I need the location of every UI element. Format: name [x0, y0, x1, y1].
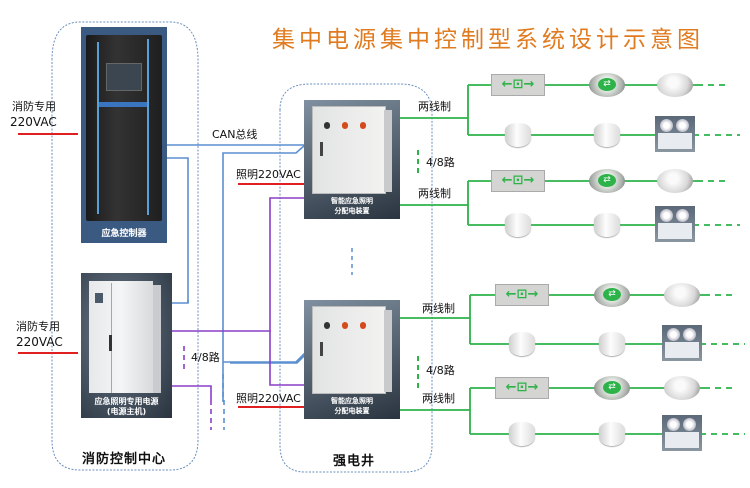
- lamp-head-icon: [667, 418, 680, 431]
- emergency-controller-caption: 应急控制器: [101, 229, 147, 239]
- fire-power-bottom-label-line1: 消防专用: [16, 320, 60, 333]
- ceiling-indicator-icon: [657, 169, 693, 193]
- arrow-icon: ⇄: [598, 78, 616, 91]
- fire-control-center-label: 消防控制中心: [82, 452, 167, 467]
- floor-indicator-icon: ⇄: [594, 376, 630, 400]
- lamp-head-icon: [676, 119, 689, 132]
- light-body: [658, 133, 692, 149]
- lamp-head-icon: [676, 209, 689, 222]
- two-wire-label: 两线制: [418, 100, 451, 113]
- diagram-title: 集中电源集中控制型系统设计示意图: [272, 27, 704, 53]
- distribution-box-bottom-caption-line1: 智能应急照明: [331, 397, 373, 405]
- downlight-icon: [505, 213, 531, 237]
- twin-spot-emergency-light-icon: [655, 206, 695, 242]
- ceiling-indicator-icon: [657, 73, 693, 97]
- downlight-icon: [509, 422, 535, 446]
- lighting-220-top-label: 照明220VAC: [236, 168, 301, 181]
- downlight-icon: [599, 332, 625, 356]
- circuits-top-label: 4/8路: [426, 156, 455, 169]
- emergency-controller: 应急控制器: [81, 27, 167, 243]
- two-wire-label: 两线制: [422, 392, 455, 405]
- arrow-icon: ⇄: [603, 381, 621, 394]
- arrow-icon: ⇄: [603, 288, 621, 301]
- lighting-220-bottom-label: 照明220VAC: [236, 392, 301, 405]
- power-supply-caption-line2: (电源主机): [106, 407, 147, 416]
- exit-sign-icon: ←⊡→: [495, 284, 549, 306]
- distribution-box-top: 智能应急照明 分配电装置: [304, 100, 400, 219]
- light-body: [665, 342, 699, 358]
- fire-control-center-zone: [51, 21, 199, 471]
- fire-power-top-label-line1: 消防专用: [12, 100, 56, 113]
- distribution-box-bottom: 智能应急照明 分配电装置: [304, 300, 400, 419]
- light-body: [665, 432, 699, 448]
- distribution-box-top-caption-line2: 分配电装置: [334, 207, 370, 215]
- emergency-power-supply: 应急照明专用电源 (电源主机): [81, 273, 172, 418]
- downlight-icon: [509, 332, 535, 356]
- electrical-shaft-label: 强电井: [333, 454, 376, 469]
- exit-sign-icon: ←⊡→: [491, 74, 545, 96]
- twin-spot-emergency-light-icon: [662, 325, 702, 361]
- floor-indicator-icon: ⇄: [594, 283, 630, 307]
- lamp-head-icon: [660, 119, 673, 132]
- can-bus-lines: [167, 144, 306, 402]
- light-body: [658, 223, 692, 239]
- lamp-head-icon: [683, 328, 696, 341]
- circuits-left-label: 4/8路: [191, 351, 220, 364]
- twin-spot-emergency-light-icon: [655, 116, 695, 152]
- downlight-icon: [599, 422, 625, 446]
- power-supply-caption-line1: 应急照明专用电源: [94, 397, 159, 406]
- circuits-bottom-label: 4/8路: [426, 364, 455, 377]
- two-wire-label: 两线制: [418, 187, 451, 200]
- lamp-head-icon: [683, 418, 696, 431]
- fire-power-top-label-line2: 220VAC: [10, 115, 57, 129]
- twin-spot-emergency-light-icon: [662, 415, 702, 451]
- ceiling-indicator-icon: [664, 376, 700, 400]
- downlight-icon: [594, 213, 620, 237]
- lamp-head-icon: [667, 328, 680, 341]
- downlight-icon: [594, 123, 620, 147]
- distribution-box-top-caption-line1: 智能应急照明: [331, 197, 373, 205]
- floor-indicator-icon: ⇄: [589, 169, 625, 193]
- loop-lines: [167, 197, 305, 430]
- exit-sign-icon: ←⊡→: [491, 170, 545, 192]
- arrow-icon: ⇄: [598, 174, 616, 187]
- ceiling-indicator-icon: [664, 283, 700, 307]
- exit-sign-icon: ←⊡→: [495, 377, 549, 399]
- floor-indicator-icon: ⇄: [589, 73, 625, 97]
- electrical-shaft-zone: [279, 83, 433, 473]
- lamp-head-icon: [660, 209, 673, 222]
- two-wire-label: 两线制: [422, 302, 455, 315]
- fire-power-bottom-label-line2: 220VAC: [16, 335, 63, 349]
- can-bus-label: CAN总线: [212, 128, 258, 141]
- downlight-icon: [505, 123, 531, 147]
- distribution-box-bottom-caption-line2: 分配电装置: [334, 407, 370, 415]
